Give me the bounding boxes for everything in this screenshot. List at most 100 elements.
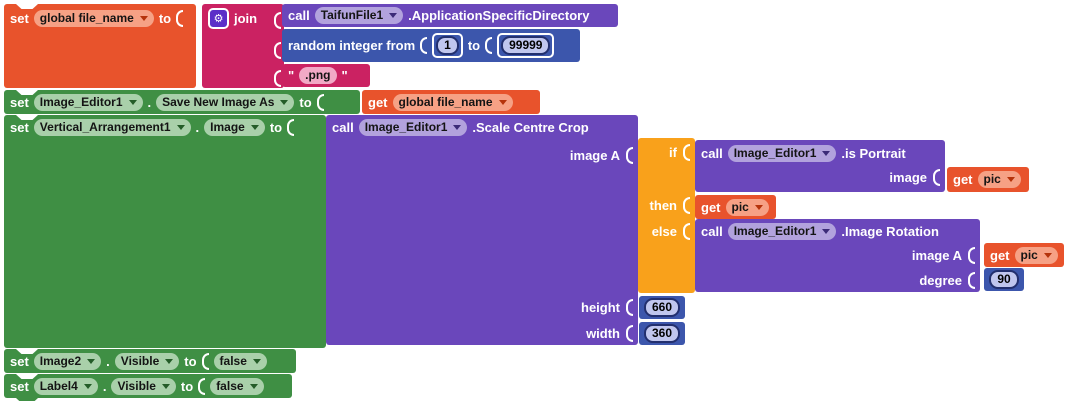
component-name: Image_Editor1 — [733, 223, 817, 238]
chevron-down-icon — [161, 383, 170, 389]
component-dropdown[interactable]: TaifunFile1 — [314, 7, 404, 24]
variable-dropdown[interactable]: pic — [725, 198, 769, 216]
join-socket-1 — [274, 12, 281, 29]
false-dropdown[interactable]: false — [210, 377, 264, 395]
to-label: to — [180, 378, 194, 394]
to-label: to — [467, 38, 481, 53]
component-name: Vertical_Arrangement1 — [39, 119, 171, 134]
set-label: set — [10, 10, 29, 26]
component-dropdown[interactable]: Image_Editor1 — [358, 118, 468, 136]
variable-name: global file_name — [39, 10, 134, 25]
chevron-down-icon — [280, 99, 289, 105]
property-dropdown[interactable]: Visible — [114, 352, 180, 370]
number-360-block[interactable]: 360 — [639, 322, 685, 345]
call-taifunfile1-directory-block[interactable]: call TaifunFile1 .ApplicationSpecificDir… — [282, 4, 618, 27]
param-height: height — [581, 296, 633, 319]
chevron-down-icon — [754, 204, 763, 210]
chevron-down-icon — [87, 358, 96, 364]
value-socket — [176, 9, 184, 27]
chevron-down-icon — [139, 15, 148, 21]
set-vertical-arrangement-image-block[interactable]: set Vertical_Arrangement1 . Image to — [4, 115, 326, 348]
number-field[interactable]: 99999 — [501, 36, 551, 55]
component-name: Image2 — [39, 353, 82, 368]
to-label: to — [158, 10, 172, 26]
method-label: .Image Rotation — [841, 223, 939, 239]
to-socket — [485, 37, 493, 54]
else-label: else — [652, 220, 690, 243]
number-660-block[interactable]: 660 — [639, 296, 685, 319]
chevron-down-icon — [498, 99, 507, 105]
then-label: then — [650, 194, 690, 217]
number-90-block[interactable]: 90 — [984, 268, 1024, 291]
number-field[interactable]: 660 — [643, 298, 681, 317]
connector-notch — [16, 90, 38, 95]
random-integer-label: random integer from — [288, 38, 416, 53]
if-label: if — [669, 141, 690, 164]
set-label: set — [10, 94, 29, 110]
chevron-down-icon — [822, 150, 831, 156]
get-pic-block[interactable]: get pic — [984, 243, 1064, 267]
call-scale-centre-crop-block[interactable]: call Image_Editor1 .Scale Centre Crop im… — [326, 115, 638, 345]
property-dropdown[interactable]: Image — [204, 118, 265, 136]
value-socket — [198, 377, 206, 395]
param-width: width — [586, 322, 633, 345]
property-dropdown[interactable]: Save New Image As — [156, 93, 295, 111]
component-dropdown[interactable]: Image_Editor1 — [33, 93, 143, 111]
component-dropdown[interactable]: Vertical_Arrangement1 — [33, 118, 191, 136]
set-label4-visible-block[interactable]: set Label4 . Visible to false — [4, 374, 292, 401]
chevron-down-icon — [389, 13, 398, 18]
get-pic-block[interactable]: get pic — [947, 167, 1029, 192]
if-else-block[interactable]: if then else — [638, 138, 695, 293]
call-label: call — [701, 145, 723, 161]
property-name: Visible — [120, 353, 160, 368]
random-integer-block[interactable]: random integer from 1 to 99999 — [282, 29, 580, 62]
join-label: join — [234, 10, 258, 26]
set-global-file-name-block[interactable]: set global file_name to — [4, 4, 196, 88]
param-image-a: image A — [570, 144, 633, 167]
from-socket — [420, 37, 428, 54]
number-block-to[interactable]: 99999 — [497, 33, 555, 58]
join-block[interactable]: ⚙ join — [202, 4, 284, 88]
text-string-png-block[interactable]: " .png " — [282, 64, 370, 87]
param-image-a: image A — [912, 244, 975, 267]
to-label: to — [184, 353, 197, 369]
number-field[interactable]: 360 — [643, 324, 681, 343]
number-block-from[interactable]: 1 — [432, 33, 463, 58]
number-field[interactable]: 1 — [436, 36, 459, 55]
chevron-down-icon — [176, 124, 185, 130]
variable-dropdown[interactable]: pic — [977, 171, 1021, 188]
set-image2-visible-block[interactable]: set Image2 . Visible to false — [4, 349, 296, 373]
set-label: set — [10, 119, 29, 135]
component-dropdown[interactable]: Label4 — [33, 377, 98, 395]
param-degree: degree — [919, 269, 975, 292]
variable-name: global file_name — [398, 94, 493, 109]
component-dropdown[interactable]: Image2 — [33, 352, 102, 370]
then-socket — [683, 197, 690, 214]
false-dropdown[interactable]: false — [213, 352, 267, 370]
dot-label: . — [106, 353, 110, 369]
chevron-down-icon — [165, 358, 174, 364]
logic-value: false — [219, 353, 247, 368]
string-field[interactable]: .png — [299, 67, 337, 84]
value-socket — [201, 352, 209, 370]
variable-name: pic — [1020, 247, 1038, 262]
get-label: get — [701, 199, 721, 215]
component-dropdown[interactable]: Image_Editor1 — [727, 144, 837, 162]
chevron-down-icon — [252, 358, 261, 364]
dot-label: . — [147, 94, 152, 110]
value-socket — [316, 93, 324, 111]
get-pic-block[interactable]: get pic — [695, 195, 776, 219]
set-save-new-image-block[interactable]: set Image_Editor1 . Save New Image As to — [4, 90, 360, 114]
number-field[interactable]: 90 — [989, 270, 1019, 289]
variable-dropdown[interactable]: global file_name — [392, 93, 513, 111]
mutator-gear-icon[interactable]: ⚙ — [208, 7, 229, 29]
variable-dropdown[interactable]: global file_name — [33, 9, 154, 27]
get-global-file-name-block[interactable]: get global file_name — [362, 90, 540, 114]
component-name: Image_Editor1 — [39, 94, 123, 109]
component-dropdown[interactable]: Image_Editor1 — [727, 222, 837, 240]
variable-name: pic — [983, 172, 1001, 186]
call-is-portrait-block[interactable]: call Image_Editor1 .is Portrait image — [695, 140, 945, 192]
call-image-rotation-block[interactable]: call Image_Editor1 .Image Rotation image… — [695, 219, 980, 292]
variable-dropdown[interactable]: pic — [1014, 246, 1058, 264]
property-dropdown[interactable]: Visible — [111, 377, 176, 395]
